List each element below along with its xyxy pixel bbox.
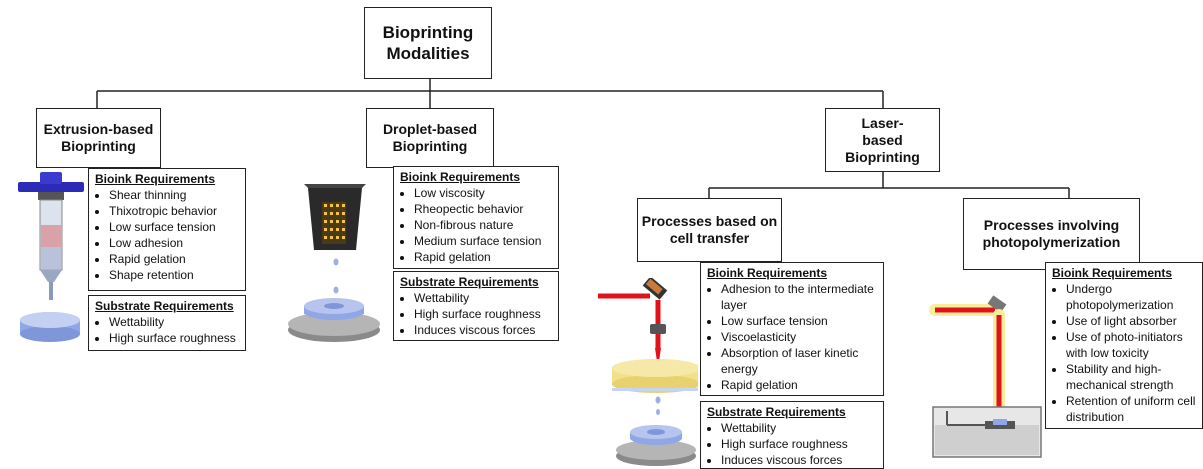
extrusion-title-line1: Extrusion-based — [43, 121, 154, 137]
syringe-illustration — [18, 172, 84, 342]
list-item: Stability and high-mechanical strength — [1066, 361, 1196, 393]
list-item: Rapid gelation — [721, 377, 877, 393]
root-label-line2: Modalities — [386, 44, 470, 63]
photopolymerization-bioink-requirements: Bioink Requirements Undergo photopolymer… — [1045, 262, 1203, 429]
cell-transfer-substrate-header: Substrate Requirements — [707, 405, 846, 419]
list-item: High surface roughness — [721, 436, 877, 452]
laser-transfer-illustration — [598, 278, 698, 466]
list-item: Wettability — [109, 314, 239, 330]
droplet-title-line2: Bioprinting — [392, 138, 468, 154]
laser-title-line1: Laser- — [861, 114, 904, 131]
extrusion-substrate-requirements: Substrate Requirements Wettability High … — [88, 295, 246, 351]
laser-title-line2: based — [862, 131, 903, 148]
cell-transfer-substrate-requirements: Substrate Requirements Wettability High … — [700, 401, 884, 469]
list-item: Medium surface tension — [414, 233, 552, 249]
extrusion-bioink-header: Bioink Requirements — [95, 172, 216, 186]
cell-transfer-title-line2: cell transfer — [669, 230, 750, 246]
droplet-bioink-requirements: Bioink Requirements Low viscosity Rheope… — [393, 166, 559, 269]
list-item: Induces viscous forces — [414, 322, 552, 338]
list-item: Adhesion to the intermediate layer — [721, 281, 877, 313]
list-item: Use of light absorber — [1066, 313, 1196, 329]
droplet-title-box: Droplet-based Bioprinting — [366, 108, 494, 168]
photopolymerization-title-line1: Processes involving — [983, 217, 1120, 233]
extrusion-bioink-requirements: Bioink Requirements Shear thinning Thixo… — [88, 168, 246, 291]
list-item: Low surface tension — [109, 219, 239, 235]
list-item: Thixotropic behavior — [109, 203, 239, 219]
root-box-bioprinting-modalities: Bioprinting Modalities — [364, 7, 492, 79]
droplet-substrate-header: Substrate Requirements — [400, 275, 539, 289]
droplet-bioink-header: Bioink Requirements — [400, 170, 521, 184]
extrusion-substrate-header: Substrate Requirements — [95, 299, 234, 313]
list-item: Induces viscous forces — [721, 452, 877, 468]
list-item: Low adhesion — [109, 235, 239, 251]
list-item: Low surface tension — [721, 313, 877, 329]
list-item: Viscoelasticity — [721, 329, 877, 345]
cell-transfer-title-box: Processes based on cell transfer — [637, 198, 782, 262]
laser-title-line3: Bioprinting — [845, 148, 920, 165]
list-item: High surface roughness — [414, 306, 552, 322]
extrusion-title-line2: Bioprinting — [61, 138, 136, 154]
droplet-title-line1: Droplet-based — [382, 121, 478, 137]
cell-transfer-bioink-requirements: Bioink Requirements Adhesion to the inte… — [700, 262, 884, 396]
root-label-line1: Bioprinting — [382, 23, 474, 42]
photopolymerization-bioink-header: Bioink Requirements — [1052, 266, 1173, 280]
cell-transfer-title-line1: Processes based on — [641, 213, 778, 229]
cell-transfer-bioink-header: Bioink Requirements — [707, 266, 828, 280]
list-item: Rapid gelation — [109, 251, 239, 267]
laser-title-box: Laser- based Bioprinting — [825, 108, 940, 172]
droplet-substrate-requirements: Substrate Requirements Wettability High … — [393, 271, 559, 341]
droplet-printhead-illustration — [288, 184, 380, 342]
photopolymerization-title-line2: photopolymerization — [982, 234, 1121, 250]
list-item: Rapid gelation — [414, 249, 552, 265]
list-item: Shear thinning — [109, 187, 239, 203]
list-item: Rheopectic behavior — [414, 201, 552, 217]
list-item: Retention of uniform cell distribution — [1066, 393, 1196, 425]
list-item: Shape retention — [109, 267, 239, 283]
list-item: Wettability — [721, 420, 877, 436]
extrusion-title-box: Extrusion-based Bioprinting — [36, 108, 161, 168]
list-item: Use of photo-initiators with low toxicit… — [1066, 329, 1196, 361]
list-item: Undergo photopolymerization — [1066, 281, 1196, 313]
list-item: High surface roughness — [109, 330, 239, 346]
list-item: Wettability — [414, 290, 552, 306]
list-item: Absorption of laser kinetic energy — [721, 345, 877, 377]
photopolymerization-vat-illustration — [929, 295, 1042, 458]
list-item: Low viscosity — [414, 185, 552, 201]
photopolymerization-title-box: Processes involving photopolymerization — [963, 198, 1140, 270]
list-item: Non-fibrous nature — [414, 217, 552, 233]
